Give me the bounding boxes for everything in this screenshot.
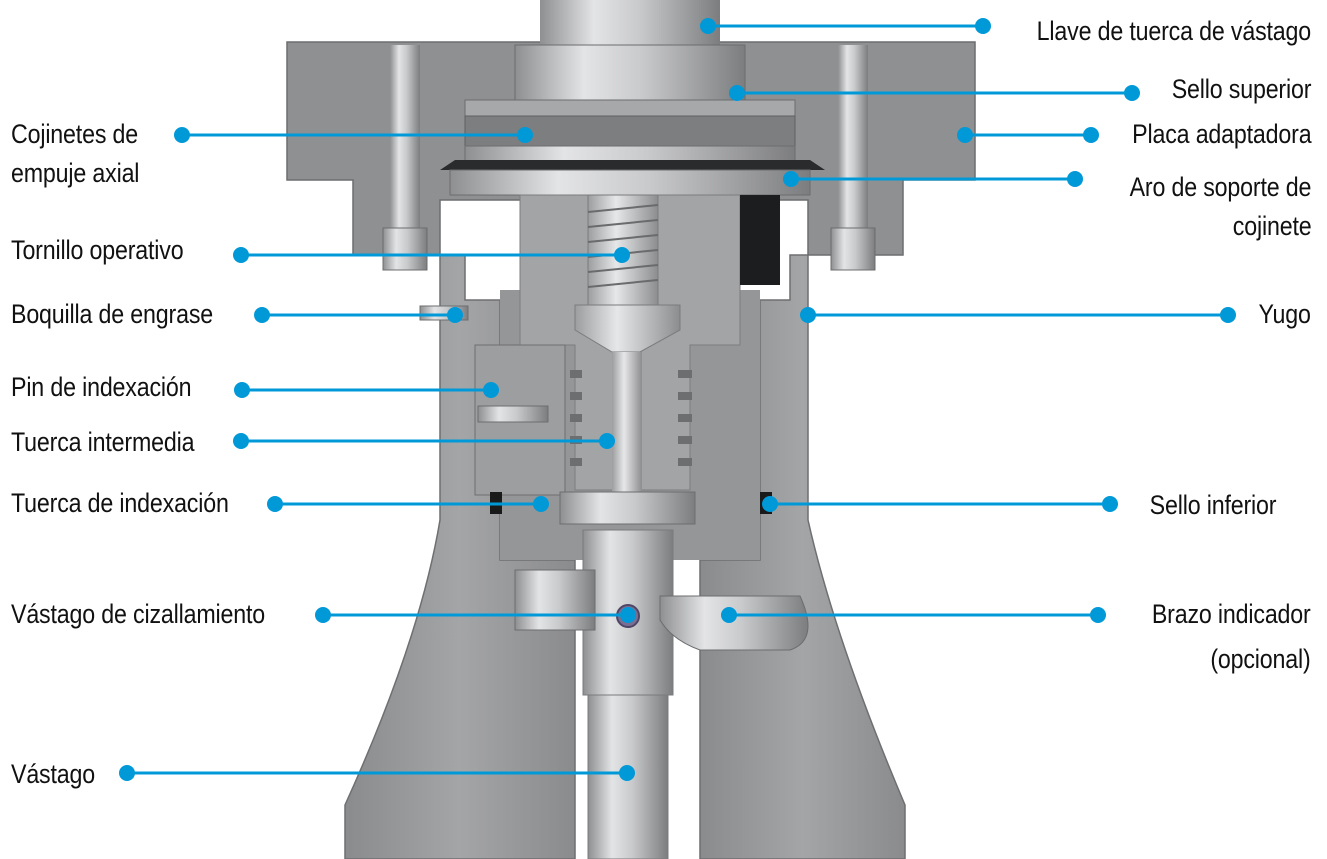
leader-adapter-plate bbox=[957, 127, 1099, 143]
leader-intermediate-nut bbox=[233, 433, 615, 449]
leader-indexing-pin bbox=[234, 382, 499, 398]
indexing-pin bbox=[477, 405, 549, 423]
leader-thrust-bearings bbox=[174, 127, 533, 143]
indicator-arm bbox=[514, 569, 809, 651]
label-upper-seal: Sello superior bbox=[1171, 74, 1311, 104]
label-indexing-pin: Pin de indexación bbox=[11, 372, 192, 402]
label-shear-stem: Vástago de cizallamiento bbox=[11, 599, 266, 629]
label-thrust-bearings-line1: Cojinetes de bbox=[11, 119, 139, 149]
operating-screw bbox=[570, 194, 692, 492]
leader-upper-seal bbox=[729, 85, 1140, 101]
stem-nut-wrench bbox=[514, 0, 746, 101]
label-lower-seal: Sello inferior bbox=[1149, 490, 1277, 520]
label-intermediate-nut: Tuerca intermedia bbox=[11, 427, 195, 457]
leader-operating-screw bbox=[233, 247, 630, 263]
leader-shear-stem bbox=[315, 607, 636, 623]
label-bearing-support-ring-line2: cojinete bbox=[1232, 211, 1311, 241]
label-indexing-nut: Tuerca de indexación bbox=[11, 488, 229, 518]
leader-lower-seal bbox=[762, 496, 1118, 512]
bearing-support-ring bbox=[449, 169, 811, 196]
leader-bearing-support-ring bbox=[783, 171, 1083, 187]
label-operating-screw: Tornillo operativo bbox=[11, 235, 184, 265]
label-bearing-support-ring-line1: Aro de soporte de bbox=[1129, 172, 1311, 202]
leader-yoke bbox=[800, 307, 1236, 323]
label-indicator-arm-line1: Brazo indicador bbox=[1152, 599, 1311, 629]
leader-stem-nut-wrench bbox=[700, 18, 991, 34]
indexing-nut bbox=[559, 491, 696, 525]
label-indicator-arm-line2: (opcional) bbox=[1210, 644, 1311, 674]
label-stem-nut-wrench: Llave de tuerca de vástago bbox=[1036, 16, 1312, 46]
leader-indicator-arm bbox=[721, 607, 1106, 623]
leader-stem bbox=[119, 765, 635, 781]
label-stem: Vástago bbox=[11, 759, 96, 789]
leader-indexing-nut bbox=[267, 496, 549, 512]
leader-grease-nipple bbox=[254, 307, 463, 323]
label-yoke: Yugo bbox=[1258, 299, 1311, 329]
label-adapter-plate: Placa adaptadora bbox=[1131, 119, 1311, 149]
label-grease-nipple: Boquilla de engrase bbox=[11, 299, 214, 329]
label-thrust-bearings-line2: empuje axial bbox=[11, 158, 140, 188]
